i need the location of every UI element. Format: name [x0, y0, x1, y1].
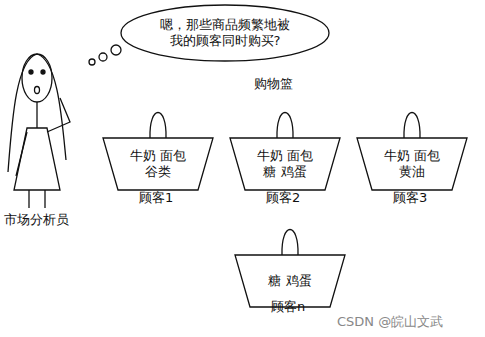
- basket-handle: [277, 113, 293, 139]
- shopping-basket: 糖 鸡蛋顾客n: [235, 255, 345, 315]
- thought-dot: [99, 53, 107, 61]
- head: [22, 54, 52, 102]
- customer-label: 顾客1: [103, 190, 213, 206]
- thought-text: 嗯，那些商品频繁地被 我的顾客同时购买?: [150, 17, 300, 49]
- dress: [14, 128, 60, 190]
- leg: [44, 190, 45, 208]
- basket-body: [357, 138, 467, 190]
- hair: [37, 54, 66, 160]
- customer-label: 顾客3: [357, 190, 467, 206]
- basket-body: [103, 138, 213, 190]
- thought-bubble: 嗯，那些商品频繁地被 我的顾客同时购买?: [120, 4, 330, 62]
- watermark: CSDN @皖山文武: [337, 314, 443, 330]
- shopping-basket: 牛奶 面包 谷类顾客1: [103, 138, 213, 206]
- eye: [29, 70, 33, 74]
- thought-dot: [111, 45, 121, 55]
- arm: [16, 132, 27, 176]
- basket-handle: [404, 113, 420, 139]
- basket-items: 牛奶 面包 谷类: [126, 138, 190, 180]
- figure-label: 市场分析员: [4, 212, 69, 228]
- raised-arm: [47, 98, 70, 132]
- basket-handle: [282, 230, 298, 256]
- group-label: 购物篮: [254, 76, 293, 92]
- thought-dot: [89, 59, 95, 65]
- hair: [8, 54, 37, 172]
- basket-items: 牛奶 面包 糖 鸡蛋: [253, 138, 317, 180]
- neck: [36, 102, 37, 128]
- basket-items: 糖 鸡蛋: [258, 255, 322, 289]
- mouth: [35, 87, 40, 94]
- basket-items: 牛奶 面包 黄油: [380, 138, 444, 180]
- basket-handle: [150, 113, 166, 139]
- basket-body: [230, 138, 340, 190]
- bubble-ellipse: [121, 5, 329, 61]
- customer-label: 顾客2: [230, 190, 340, 206]
- eye: [41, 70, 45, 74]
- customer-label: 顾客n: [235, 299, 345, 315]
- shopping-basket: 牛奶 面包 黄油顾客3: [357, 138, 467, 206]
- shopping-basket: 牛奶 面包 糖 鸡蛋顾客2: [230, 138, 340, 206]
- leg: [28, 190, 29, 208]
